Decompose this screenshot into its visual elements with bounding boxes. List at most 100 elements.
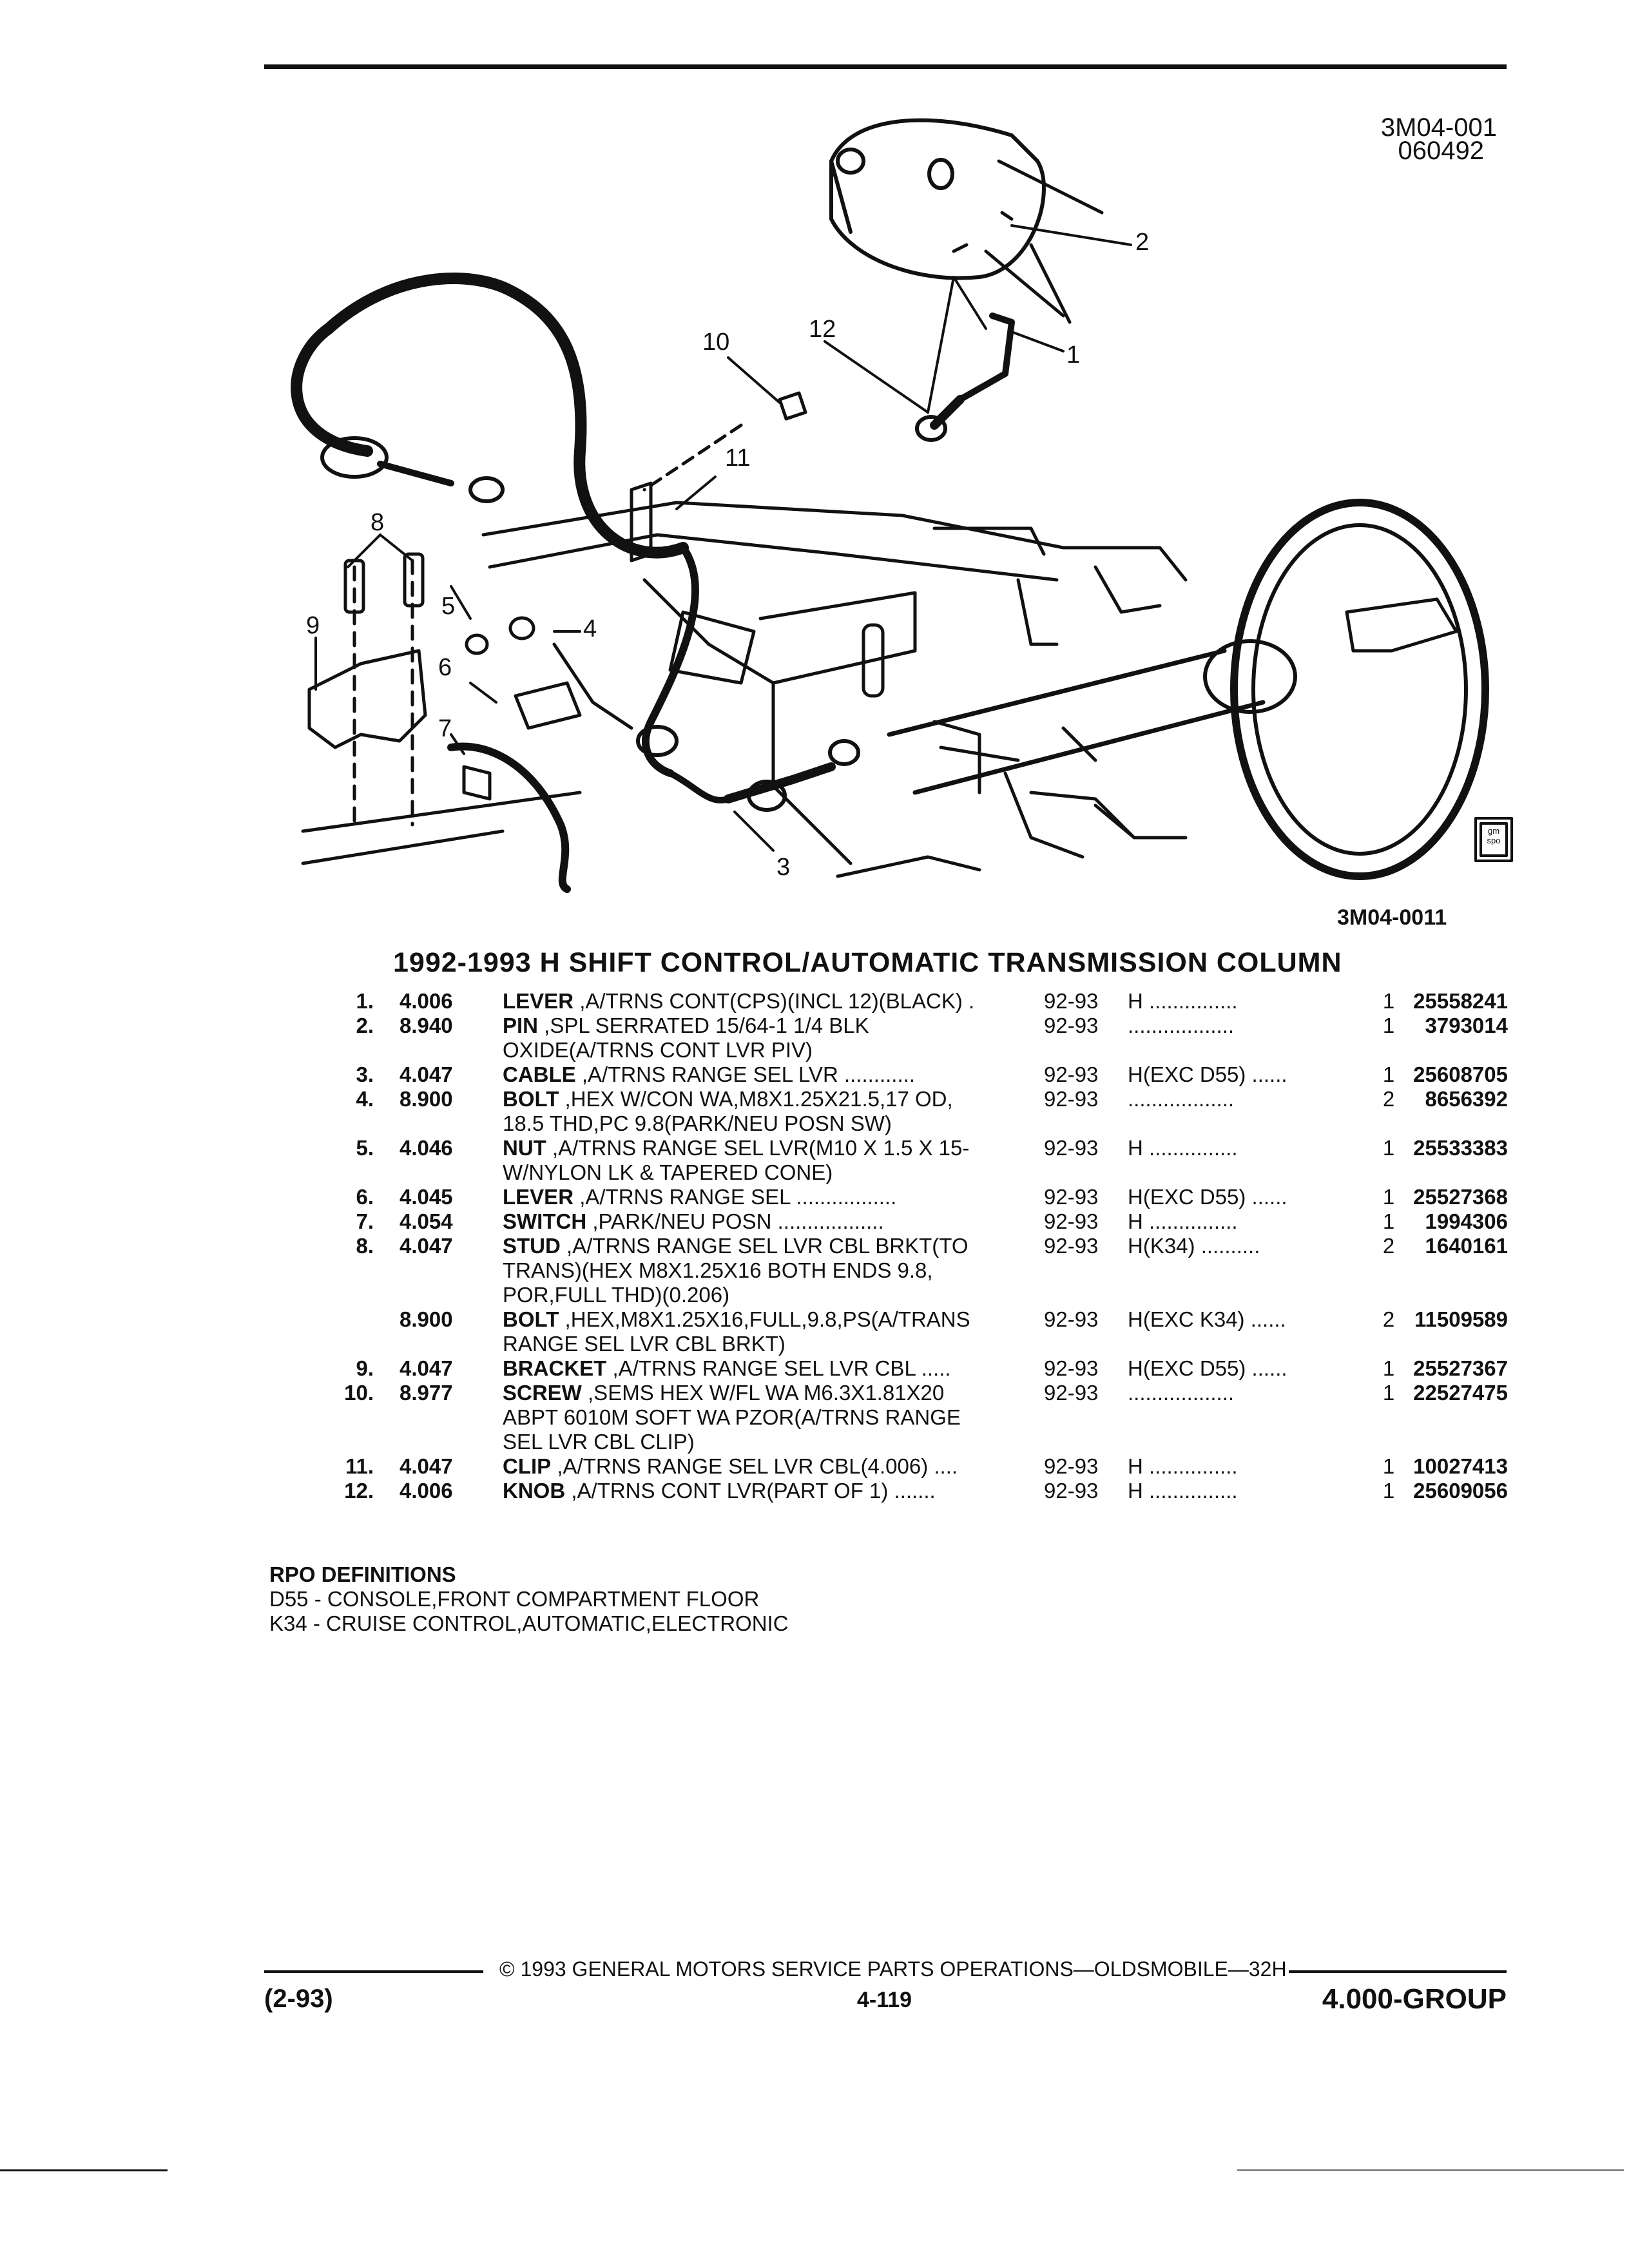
part-number-index: 3. bbox=[356, 1062, 374, 1086]
part-detail: ,A/TRNS RANGE SEL LVR ............ bbox=[575, 1062, 915, 1086]
footer-rule-right bbox=[1289, 1970, 1507, 1973]
part-description: BOLT ,HEX,M8X1.25X16,FULL,9.8,PS(A/TRANS… bbox=[503, 1307, 1044, 1356]
part-detail: ,HEX W/CON WA,M8X1.25X21.5,17 OD, 18.5 T… bbox=[503, 1087, 953, 1135]
footer-page-number: 4-119 bbox=[857, 1988, 912, 2012]
part-years: 92-93 bbox=[1044, 1479, 1099, 1503]
part-detail: ,A/TRNS RANGE SEL LVR(M10 X 1.5 X 15- W/… bbox=[503, 1136, 970, 1184]
part-detail: ,A/TRNS RANGE SEL ................. bbox=[574, 1185, 897, 1209]
callout-8: 8 bbox=[371, 509, 385, 536]
part-usage: H(EXC K34) ...... bbox=[1128, 1307, 1286, 1331]
part-number-index: 4. bbox=[356, 1087, 374, 1111]
part-years: 92-93 bbox=[1044, 1062, 1099, 1086]
part-group: 8.940 bbox=[400, 1014, 453, 1037]
part-catalog-number: 25527368 bbox=[1413, 1185, 1508, 1209]
steering-column bbox=[887, 499, 1489, 880]
part-name: LEVER bbox=[503, 1185, 574, 1209]
part-years: 92-93 bbox=[1044, 1014, 1099, 1037]
part-detail: ,A/TRNS CONT(CPS)(INCL 12)(BLACK) . bbox=[574, 989, 975, 1013]
part-name: CLIP bbox=[503, 1454, 552, 1478]
ref-date: 060492 bbox=[1398, 137, 1484, 165]
part-name: LEVER bbox=[503, 989, 574, 1013]
callout-9: 9 bbox=[306, 612, 320, 639]
part-usage: H(K34) .......... bbox=[1128, 1234, 1260, 1258]
rpo-item: K34 - CRUISE CONTROL,AUTOMATIC,ELECTRONI… bbox=[269, 1611, 789, 1635]
exploded-diagram bbox=[291, 118, 1513, 893]
part-description: LEVER ,A/TRNS CONT(CPS)(INCL 12)(BLACK) … bbox=[503, 989, 1044, 1014]
part-usage: H(EXC D55) ...... bbox=[1128, 1356, 1287, 1380]
footer-revision: (2-93) bbox=[264, 1984, 333, 2013]
part-catalog-number: 25608705 bbox=[1413, 1062, 1508, 1086]
part-description: BOLT ,HEX W/CON WA,M8X1.25X21.5,17 OD, 1… bbox=[503, 1087, 1044, 1136]
part-number-index: 8. bbox=[356, 1234, 374, 1258]
part-description: CLIP ,A/TRNS RANGE SEL LVR CBL(4.006) ..… bbox=[503, 1454, 1044, 1479]
part-name: BOLT bbox=[503, 1087, 559, 1111]
part-quantity: 2 bbox=[1382, 1307, 1395, 1331]
part-years: 92-93 bbox=[1044, 1307, 1099, 1331]
part-usage: H ............... bbox=[1128, 1454, 1238, 1478]
footer-rule-left bbox=[264, 1970, 483, 1973]
part-usage: H(EXC D55) ...... bbox=[1128, 1062, 1287, 1086]
part-name: SCREW bbox=[503, 1381, 582, 1405]
part-years: 92-93 bbox=[1044, 989, 1099, 1013]
part-catalog-number: 10027413 bbox=[1413, 1454, 1508, 1478]
part-description: KNOB ,A/TRNS CONT LVR(PART OF 1) ....... bbox=[503, 1479, 1044, 1503]
top-rule bbox=[264, 64, 1507, 69]
part-usage: .................. bbox=[1128, 1014, 1235, 1037]
part-group: 4.006 bbox=[400, 1479, 453, 1503]
part-catalog-number: 25558241 bbox=[1413, 989, 1508, 1013]
part-quantity: 1 bbox=[1382, 1062, 1395, 1086]
part-row: 12. 4.006 KNOB ,A/TRNS CONT LVR(PART OF 1)… bbox=[296, 1479, 1508, 1503]
rpo-item: D55 - CONSOLE,FRONT COMPARTMENT FLOOR bbox=[269, 1587, 760, 1611]
part-name: PIN bbox=[503, 1014, 539, 1037]
part-quantity: 1 bbox=[1382, 1209, 1395, 1233]
part-quantity: 1 bbox=[1382, 1356, 1395, 1380]
part-group: 8.977 bbox=[400, 1381, 453, 1405]
rpo-heading: RPO DEFINITIONS bbox=[269, 1562, 456, 1586]
part-name: BOLT bbox=[503, 1307, 559, 1331]
part-number-index: 1. bbox=[356, 989, 374, 1013]
part-row: 10. 8.977 SCREW ,SEMS HEX W/FL WA M6.3X1.8… bbox=[296, 1381, 1508, 1454]
gm-spo-logo bbox=[1474, 817, 1513, 862]
scan-mark bbox=[0, 2169, 168, 2171]
part-group: 4.047 bbox=[400, 1454, 453, 1478]
part-usage: .................. bbox=[1128, 1381, 1235, 1405]
scan-mark bbox=[1237, 2169, 1624, 2171]
part-usage: H ............... bbox=[1128, 1479, 1238, 1503]
part-description: NUT ,A/TRNS RANGE SEL LVR(M10 X 1.5 X 15… bbox=[503, 1136, 1044, 1185]
part-years: 92-93 bbox=[1044, 1185, 1099, 1209]
part-group: 4.045 bbox=[400, 1185, 453, 1209]
part-catalog-number: 25533383 bbox=[1413, 1136, 1508, 1160]
part-number-index: 12. bbox=[344, 1479, 374, 1503]
callout-10: 10 bbox=[702, 329, 730, 356]
callout-6: 6 bbox=[438, 654, 452, 681]
part-catalog-number: 8656392 bbox=[1425, 1087, 1508, 1111]
part-detail: ,PARK/NEU POSN .................. bbox=[586, 1209, 884, 1233]
part-quantity: 1 bbox=[1382, 989, 1395, 1013]
part-quantity: 1 bbox=[1382, 1454, 1395, 1478]
part-name: KNOB bbox=[503, 1479, 566, 1503]
part-description: SWITCH ,PARK/NEU POSN .................. bbox=[503, 1209, 1044, 1234]
part-quantity: 1 bbox=[1382, 1479, 1395, 1503]
callout-2: 2 bbox=[1135, 229, 1150, 256]
part-catalog-number: 1640161 bbox=[1425, 1234, 1508, 1258]
part-group: 4.047 bbox=[400, 1356, 453, 1380]
gm-spo-logo-text: gm spo bbox=[1487, 826, 1501, 845]
part-quantity: 1 bbox=[1382, 1381, 1395, 1405]
clip-and-screw bbox=[630, 391, 807, 562]
part-years: 92-93 bbox=[1044, 1454, 1099, 1478]
cable-assembly bbox=[291, 273, 860, 812]
part-usage: H ............... bbox=[1128, 989, 1238, 1013]
part-detail: ,SEMS HEX W/FL WA M6.3X1.81X20 ABPT 6010… bbox=[503, 1381, 961, 1454]
part-number-index: 11. bbox=[345, 1454, 374, 1478]
part-number-index: 10. bbox=[344, 1381, 374, 1405]
part-catalog-number: 3793014 bbox=[1425, 1014, 1508, 1037]
parts-list: 1. 4.006 LEVER ,A/TRNS CONT(CPS)(INCL 12)(… bbox=[296, 989, 1508, 1503]
